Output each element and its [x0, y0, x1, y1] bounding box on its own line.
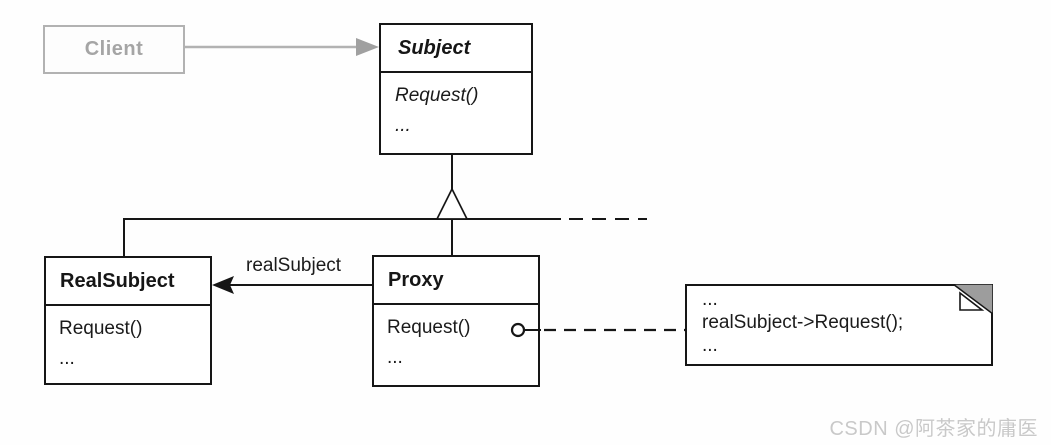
watermark: CSDN @阿茶家的庸医: [829, 418, 1038, 440]
realsubject-method-ellipsis: ...: [59, 348, 75, 369]
realsubject-method-request: Request(): [59, 318, 143, 339]
generalization-triangle-icon: [435, 187, 469, 220]
association-label: realSubject: [246, 255, 342, 276]
association-arrowhead-icon: [212, 276, 234, 294]
class-name-realsubject: RealSubject: [46, 258, 210, 306]
class-name-client: Client: [84, 38, 144, 60]
note-line-2: realSubject->Request();: [702, 312, 904, 333]
class-box-realsubject: RealSubject Request() ...: [44, 256, 212, 385]
note-line-3: ...: [702, 335, 718, 356]
proxy-method-request: Request(): [387, 317, 471, 338]
class-box-subject: Subject Request() ...: [379, 23, 533, 155]
client-arrowhead-icon: [356, 38, 379, 56]
note-line-1: ...: [702, 289, 718, 310]
class-box-client: Client: [43, 25, 185, 74]
class-name-proxy: Proxy: [374, 257, 538, 305]
proxy-method-ellipsis: ...: [387, 347, 403, 368]
class-box-proxy: Proxy Request() ...: [372, 255, 540, 387]
subject-method-ellipsis: ...: [395, 115, 411, 136]
class-name-subject: Subject: [381, 25, 531, 73]
note-fold-icon: [953, 284, 993, 314]
subject-method-request: Request(): [395, 85, 479, 106]
note-box: ... realSubject->Request(); ...: [685, 284, 993, 366]
